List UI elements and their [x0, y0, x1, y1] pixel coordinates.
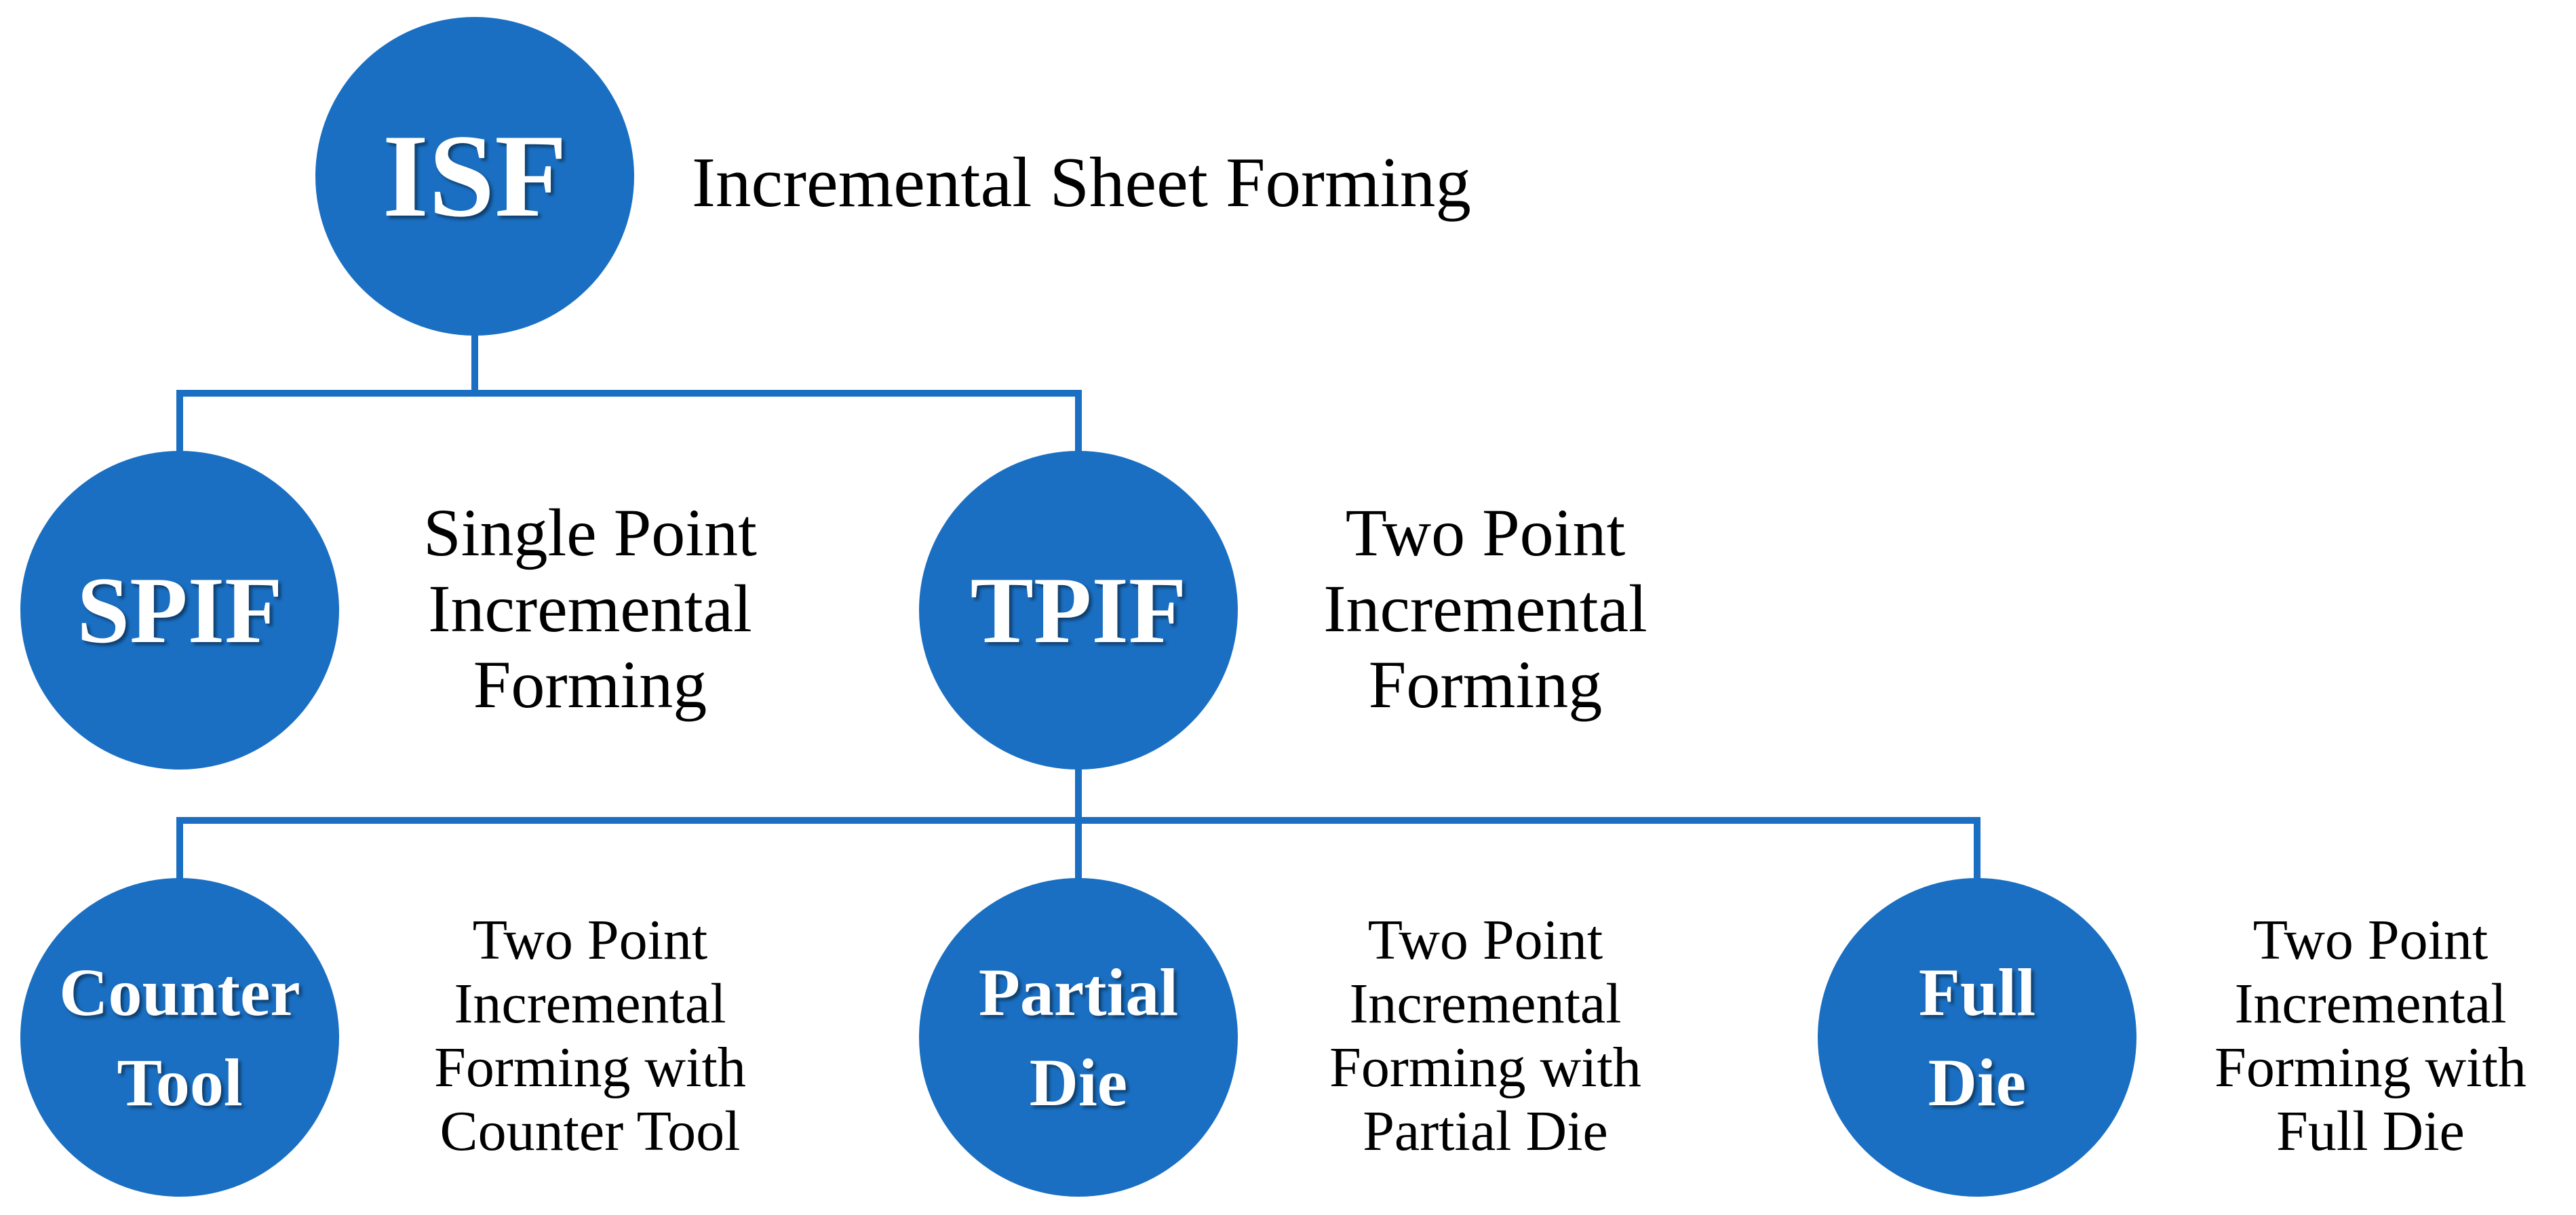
counter-tool-desc-line-4: Counter Tool	[440, 1100, 741, 1163]
node-isf: ISF	[315, 17, 634, 336]
full-die-desc-line-4: Full Die	[2276, 1100, 2465, 1163]
partial-die-description: Two Point Incremental Forming with Parti…	[1289, 909, 1682, 1163]
counter-tool-desc-line-2: Incremental	[454, 972, 726, 1036]
counter-tool-description: Two Point Incremental Forming with Count…	[393, 909, 787, 1163]
full-die-description: Two Point Incremental Forming with Full …	[2181, 909, 2560, 1163]
full-die-desc-line-3: Forming with	[2214, 1036, 2526, 1100]
node-full-die-line-1: Full	[1918, 955, 2036, 1030]
partial-die-desc-line-3: Forming with	[1329, 1036, 1641, 1100]
node-counter-tool-line-2: Tool	[117, 1045, 243, 1120]
node-partial-die: Partial Die	[919, 878, 1238, 1197]
node-full-die-line-2: Die	[1928, 1045, 2027, 1120]
counter-tool-desc-line-1: Two Point	[472, 909, 708, 972]
counter-tool-desc-line-3: Forming with	[434, 1036, 746, 1100]
tpif-description: Two Point Incremental Forming	[1275, 495, 1696, 723]
node-partial-die-line-2: Die	[1029, 1045, 1128, 1120]
tpif-desc-line-3: Forming	[1368, 647, 1603, 722]
isf-description: Incremental Sheet Forming	[692, 142, 1567, 222]
node-counter-tool-line-1: Counter	[59, 955, 300, 1030]
node-counter-tool: Counter Tool	[20, 878, 339, 1197]
node-spif-label: SPIF	[77, 557, 283, 663]
spif-desc-line-2: Incremental	[428, 571, 752, 646]
connector-tpif-children	[176, 766, 1980, 881]
partial-die-desc-line-1: Two Point	[1367, 909, 1603, 972]
node-partial-die-line-1: Partial	[978, 955, 1179, 1030]
node-full-die: Full Die	[1818, 878, 2136, 1197]
spif-description: Single Point Incremental Forming	[380, 495, 800, 723]
partial-die-desc-line-4: Partial Die	[1363, 1100, 1608, 1163]
spif-desc-line-1: Single Point	[423, 495, 757, 570]
tpif-desc-line-2: Incremental	[1323, 571, 1647, 646]
node-isf-label: ISF	[382, 110, 568, 242]
node-tpif-label: TPIF	[970, 557, 1187, 663]
isf-description-text: Incremental Sheet Forming	[692, 142, 1471, 222]
connector-isf-children	[176, 329, 1082, 454]
tpif-desc-line-1: Two Point	[1345, 495, 1626, 570]
full-die-desc-line-2: Incremental	[2234, 972, 2507, 1036]
partial-die-desc-line-2: Incremental	[1349, 972, 1622, 1036]
spif-desc-line-3: Forming	[473, 647, 707, 722]
node-tpif: TPIF	[919, 451, 1238, 770]
node-spif: SPIF	[20, 451, 339, 770]
full-die-desc-line-1: Two Point	[2252, 909, 2489, 972]
